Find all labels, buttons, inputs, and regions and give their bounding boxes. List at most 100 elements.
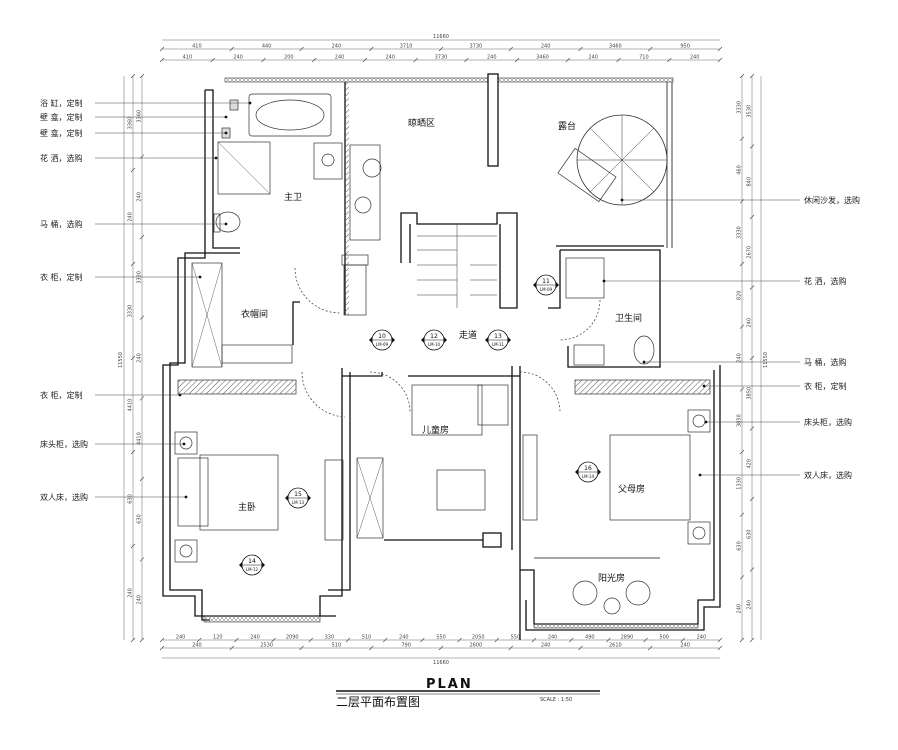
- tag-number: 16: [584, 465, 592, 472]
- drawing-title: 二层平面布置图: [336, 695, 420, 709]
- walls: [162, 73, 721, 640]
- callout-dot: [602, 279, 606, 283]
- callout-dot: [178, 393, 182, 397]
- callout-label: 壁 龛，定制: [40, 128, 83, 138]
- dimension-value: 2090: [286, 635, 299, 641]
- dimension-value: 200: [284, 55, 294, 61]
- dimension-value: 630: [737, 541, 743, 551]
- tag-number: 14: [248, 558, 256, 565]
- callout-dot: [224, 115, 228, 119]
- dimension-value: 3530: [747, 105, 753, 118]
- dimension-value: 500: [659, 635, 669, 641]
- callout-dot: [198, 275, 202, 279]
- dimension-value: 410: [183, 55, 193, 61]
- dimension-value: 510: [362, 635, 372, 641]
- dimension-value: 240: [541, 44, 551, 50]
- dimension-value: 120: [213, 635, 223, 641]
- callout-label: 马 桶，选购: [804, 357, 847, 367]
- dimension-value: 510: [332, 643, 342, 649]
- dimension-value: 240: [487, 55, 497, 61]
- room-label-parents-room: 父母房: [618, 483, 645, 495]
- dimension-value: 240: [128, 588, 134, 598]
- tag-number: 11: [542, 278, 550, 285]
- dimension-value: 3330: [737, 101, 743, 114]
- dimension-value: 440: [262, 44, 272, 50]
- callout-label: 花 洒，选购: [804, 276, 847, 286]
- furniture: [174, 93, 711, 615]
- room-label-sunroom: 阳光房: [598, 572, 625, 584]
- dimension-value: 4410: [137, 432, 143, 445]
- dimension-value: 240: [737, 353, 743, 363]
- dimension-value: 3330: [737, 226, 743, 239]
- dimension-ticks: [130, 46, 755, 651]
- dimension-value: 240: [747, 318, 753, 328]
- left-callout-labels: 浴 缸，定制壁 龛，定制壁 龛，定制花 洒，选购马 桶，选购衣 柜，定制衣 柜，…: [40, 98, 252, 502]
- dimension-value: 3850: [747, 387, 753, 400]
- dimension-value: 240: [250, 635, 260, 641]
- dimension-value: 490: [585, 635, 595, 641]
- drawing-scale: SCALE : 1:50: [540, 697, 572, 703]
- tag-code: LM-10: [428, 342, 441, 347]
- dimension-value: 2610: [609, 643, 622, 649]
- room-label-drying-area: 晾晒区: [408, 117, 435, 129]
- room-label-corridor: 走道: [459, 329, 477, 341]
- dimension-value: 3330: [137, 271, 143, 284]
- dimension-value: 240: [176, 635, 186, 641]
- callout-label: 衣 柜，定制: [40, 272, 83, 282]
- dimension-value: 240: [680, 643, 690, 649]
- dimension-value: 240: [192, 643, 202, 649]
- callout-dot: [248, 101, 252, 105]
- tag-code: LM-12: [246, 567, 259, 572]
- dimension-value: 3730: [435, 55, 448, 61]
- dimension-value: 240: [385, 55, 395, 61]
- tag-code: LM-11: [492, 342, 505, 347]
- callout-label: 休闲沙发，选购: [804, 195, 860, 205]
- dimension-value: 240: [137, 595, 143, 605]
- dimension-value: 820: [737, 291, 743, 301]
- dimension-value: 3460: [609, 44, 622, 50]
- plan-heading: PLAN: [426, 677, 473, 692]
- tag-number: 12: [430, 333, 438, 340]
- callout-dot: [184, 495, 188, 499]
- dimension-value: 240: [128, 212, 134, 222]
- dimension-total: 11660: [433, 660, 449, 666]
- elevation-tags: 10LM-0911LM-0912LM-1013LM-1114LM-1215LM-…: [239, 274, 601, 576]
- dimension-value: 2530: [260, 643, 273, 649]
- callout-label: 双人床，选购: [804, 470, 852, 480]
- room-label-master-bedroom: 主卧: [238, 501, 256, 513]
- callout-dot: [702, 384, 706, 388]
- dimension-lines: [123, 39, 762, 659]
- dimension-value: 3850: [737, 414, 743, 427]
- callout-dot: [620, 198, 624, 202]
- dimension-value: 240: [233, 55, 243, 61]
- room-label-master-bath: 主卫: [284, 191, 302, 203]
- callout-dot: [698, 473, 702, 477]
- dimension-value: 2890: [621, 635, 634, 641]
- room-label-kids-room: 儿童房: [422, 424, 449, 436]
- dimension-total: 11550: [118, 352, 124, 368]
- callout-label: 床头柜，选购: [40, 439, 88, 449]
- callout-dot: [642, 360, 646, 364]
- dimension-value: 840: [747, 177, 753, 187]
- callout-dot: [214, 156, 218, 160]
- dimension-value: 710: [639, 55, 649, 61]
- dimension-value: 240: [697, 635, 707, 641]
- dimension-value: 3360: [137, 110, 143, 123]
- dimension-value: 3460: [536, 55, 549, 61]
- tag-code: LM-14: [582, 474, 595, 479]
- dimension-value: 3360: [128, 117, 134, 130]
- callout-label: 浴 缸，定制: [40, 98, 83, 108]
- dimension-value: 950: [680, 44, 690, 50]
- tag-code: LM-09: [376, 342, 389, 347]
- room-label-walk-in-closet: 衣帽间: [241, 308, 268, 320]
- dimension-value: 240: [399, 635, 409, 641]
- dimension-value: 410: [192, 44, 202, 50]
- dimension-value: 2050: [472, 635, 485, 641]
- dimension-value: 240: [690, 55, 700, 61]
